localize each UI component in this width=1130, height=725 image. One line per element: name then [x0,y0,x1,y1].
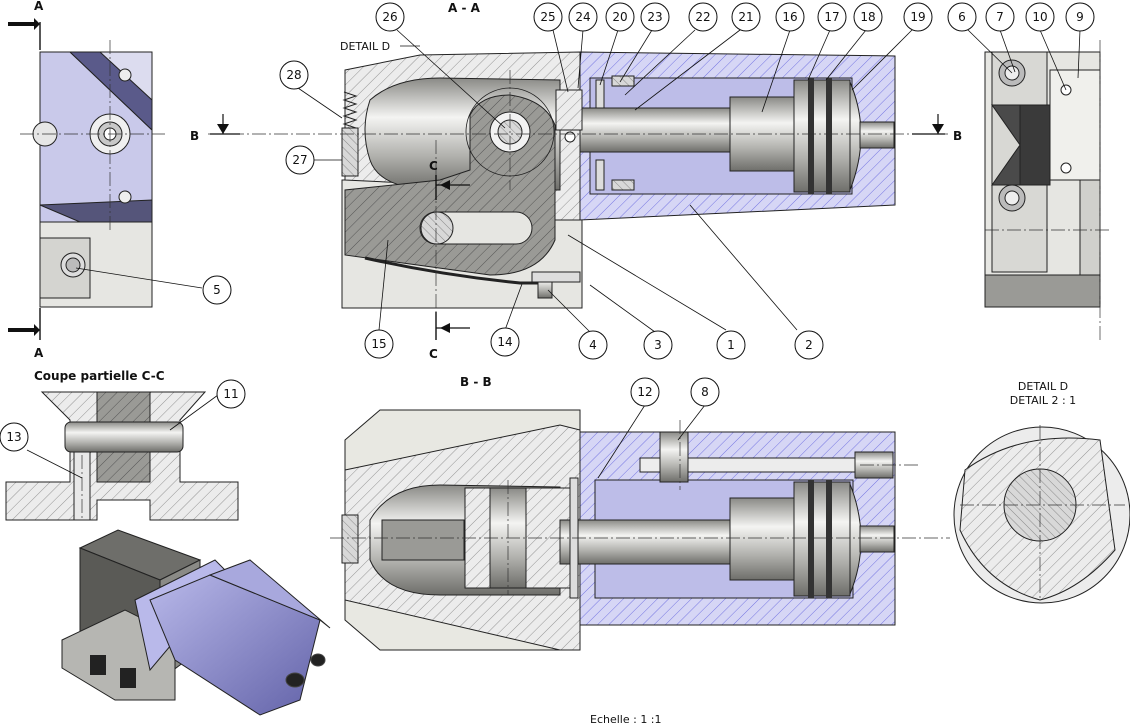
arrow-icon [8,324,40,336]
arrow-icon [932,124,944,134]
leader-lines [26,29,1081,479]
balloon-11: 11 [216,379,246,409]
balloon-24: 24 [568,2,598,32]
svg-text:20: 20 [612,10,627,24]
svg-text:8: 8 [701,385,709,399]
detail-d-reference: DETAIL D [340,40,390,53]
balloon-13: 13 [0,422,29,452]
svg-text:5: 5 [213,283,221,297]
svg-text:13: 13 [6,430,21,444]
svg-text:10: 10 [1032,10,1047,24]
isometric-view [61,529,331,716]
balloon-4: 4 [578,330,608,360]
svg-text:18: 18 [860,10,875,24]
detail-d: DETAIL D DETAIL 2 : 1 [953,380,1130,604]
balloon-20: 20 [605,2,635,32]
balloon-9: 9 [1065,2,1095,32]
section-bb-title: B - B [460,375,492,389]
balloon-17: 17 [817,2,847,32]
svg-text:1: 1 [727,338,735,352]
balloon-25: 25 [533,2,563,32]
balloon-16: 16 [775,2,805,32]
detail-title-1: DETAIL D [1018,380,1068,393]
svg-text:19: 19 [910,10,925,24]
balloon-2: 2 [794,330,824,360]
arrow-icon [8,18,40,30]
svg-text:7: 7 [996,10,1004,24]
section-bb: B - B [330,375,950,651]
balloon-26: 26 [375,2,405,32]
section-cc: Coupe partielle C-C [5,369,239,521]
left-side-view: A A [8,0,165,360]
balloon-27: 27 [285,145,315,175]
svg-text:24: 24 [575,10,590,24]
svg-text:15: 15 [371,337,386,351]
cut-marker-b-right: B [953,129,962,143]
svg-text:3: 3 [654,338,662,352]
cut-marker-a-bottom: A [34,346,44,360]
balloon-1: 1 [716,330,746,360]
balloons: 26 25 24 20 23 22 21 16 17 18 19 28 27 1… [0,2,1095,452]
arrow-icon [217,124,229,134]
svg-text:26: 26 [382,10,397,24]
svg-text:9: 9 [1076,10,1084,24]
detail-title-2: DETAIL 2 : 1 [1010,394,1076,407]
svg-text:2: 2 [805,338,813,352]
balloon-3: 3 [643,330,673,360]
arrow-icon [440,323,450,333]
right-side-view [984,40,1110,340]
balloon-10: 10 [1025,2,1055,32]
arrow-icon [440,180,450,190]
balloon-15: 15 [364,329,394,359]
svg-text:21: 21 [738,10,753,24]
balloon-18: 18 [853,2,883,32]
svg-text:25: 25 [540,10,555,24]
svg-text:14: 14 [497,335,512,349]
svg-text:6: 6 [958,10,966,24]
scale-label: Echelle : 1 :1 [590,713,662,725]
svg-text:16: 16 [782,10,797,24]
balloon-7: 7 [985,2,1015,32]
cut-marker-c-bottom: C [429,347,438,361]
svg-text:23: 23 [647,10,662,24]
balloon-28: 28 [279,60,309,90]
svg-text:28: 28 [286,68,301,82]
balloon-12: 12 [630,377,660,407]
balloon-21: 21 [731,2,761,32]
cut-marker-c-top: C [429,159,438,173]
balloon-14: 14 [490,327,520,357]
svg-text:27: 27 [292,153,307,167]
balloon-6: 6 [947,2,977,32]
svg-text:4: 4 [589,338,597,352]
section-aa: B B C C A - A DETAIL D [190,1,962,361]
section-aa-title: A - A [448,1,481,15]
balloon-23: 23 [640,2,670,32]
svg-text:17: 17 [824,10,839,24]
balloon-5: 5 [202,275,232,305]
svg-text:12: 12 [637,385,652,399]
balloon-22: 22 [688,2,718,32]
cut-marker-a-top: A [34,0,44,13]
cut-marker-b-left: B [190,129,199,143]
balloon-19: 19 [903,2,933,32]
balloon-8: 8 [690,377,720,407]
section-cc-title: Coupe partielle C-C [34,369,165,383]
svg-text:11: 11 [223,387,238,401]
svg-text:22: 22 [695,10,710,24]
